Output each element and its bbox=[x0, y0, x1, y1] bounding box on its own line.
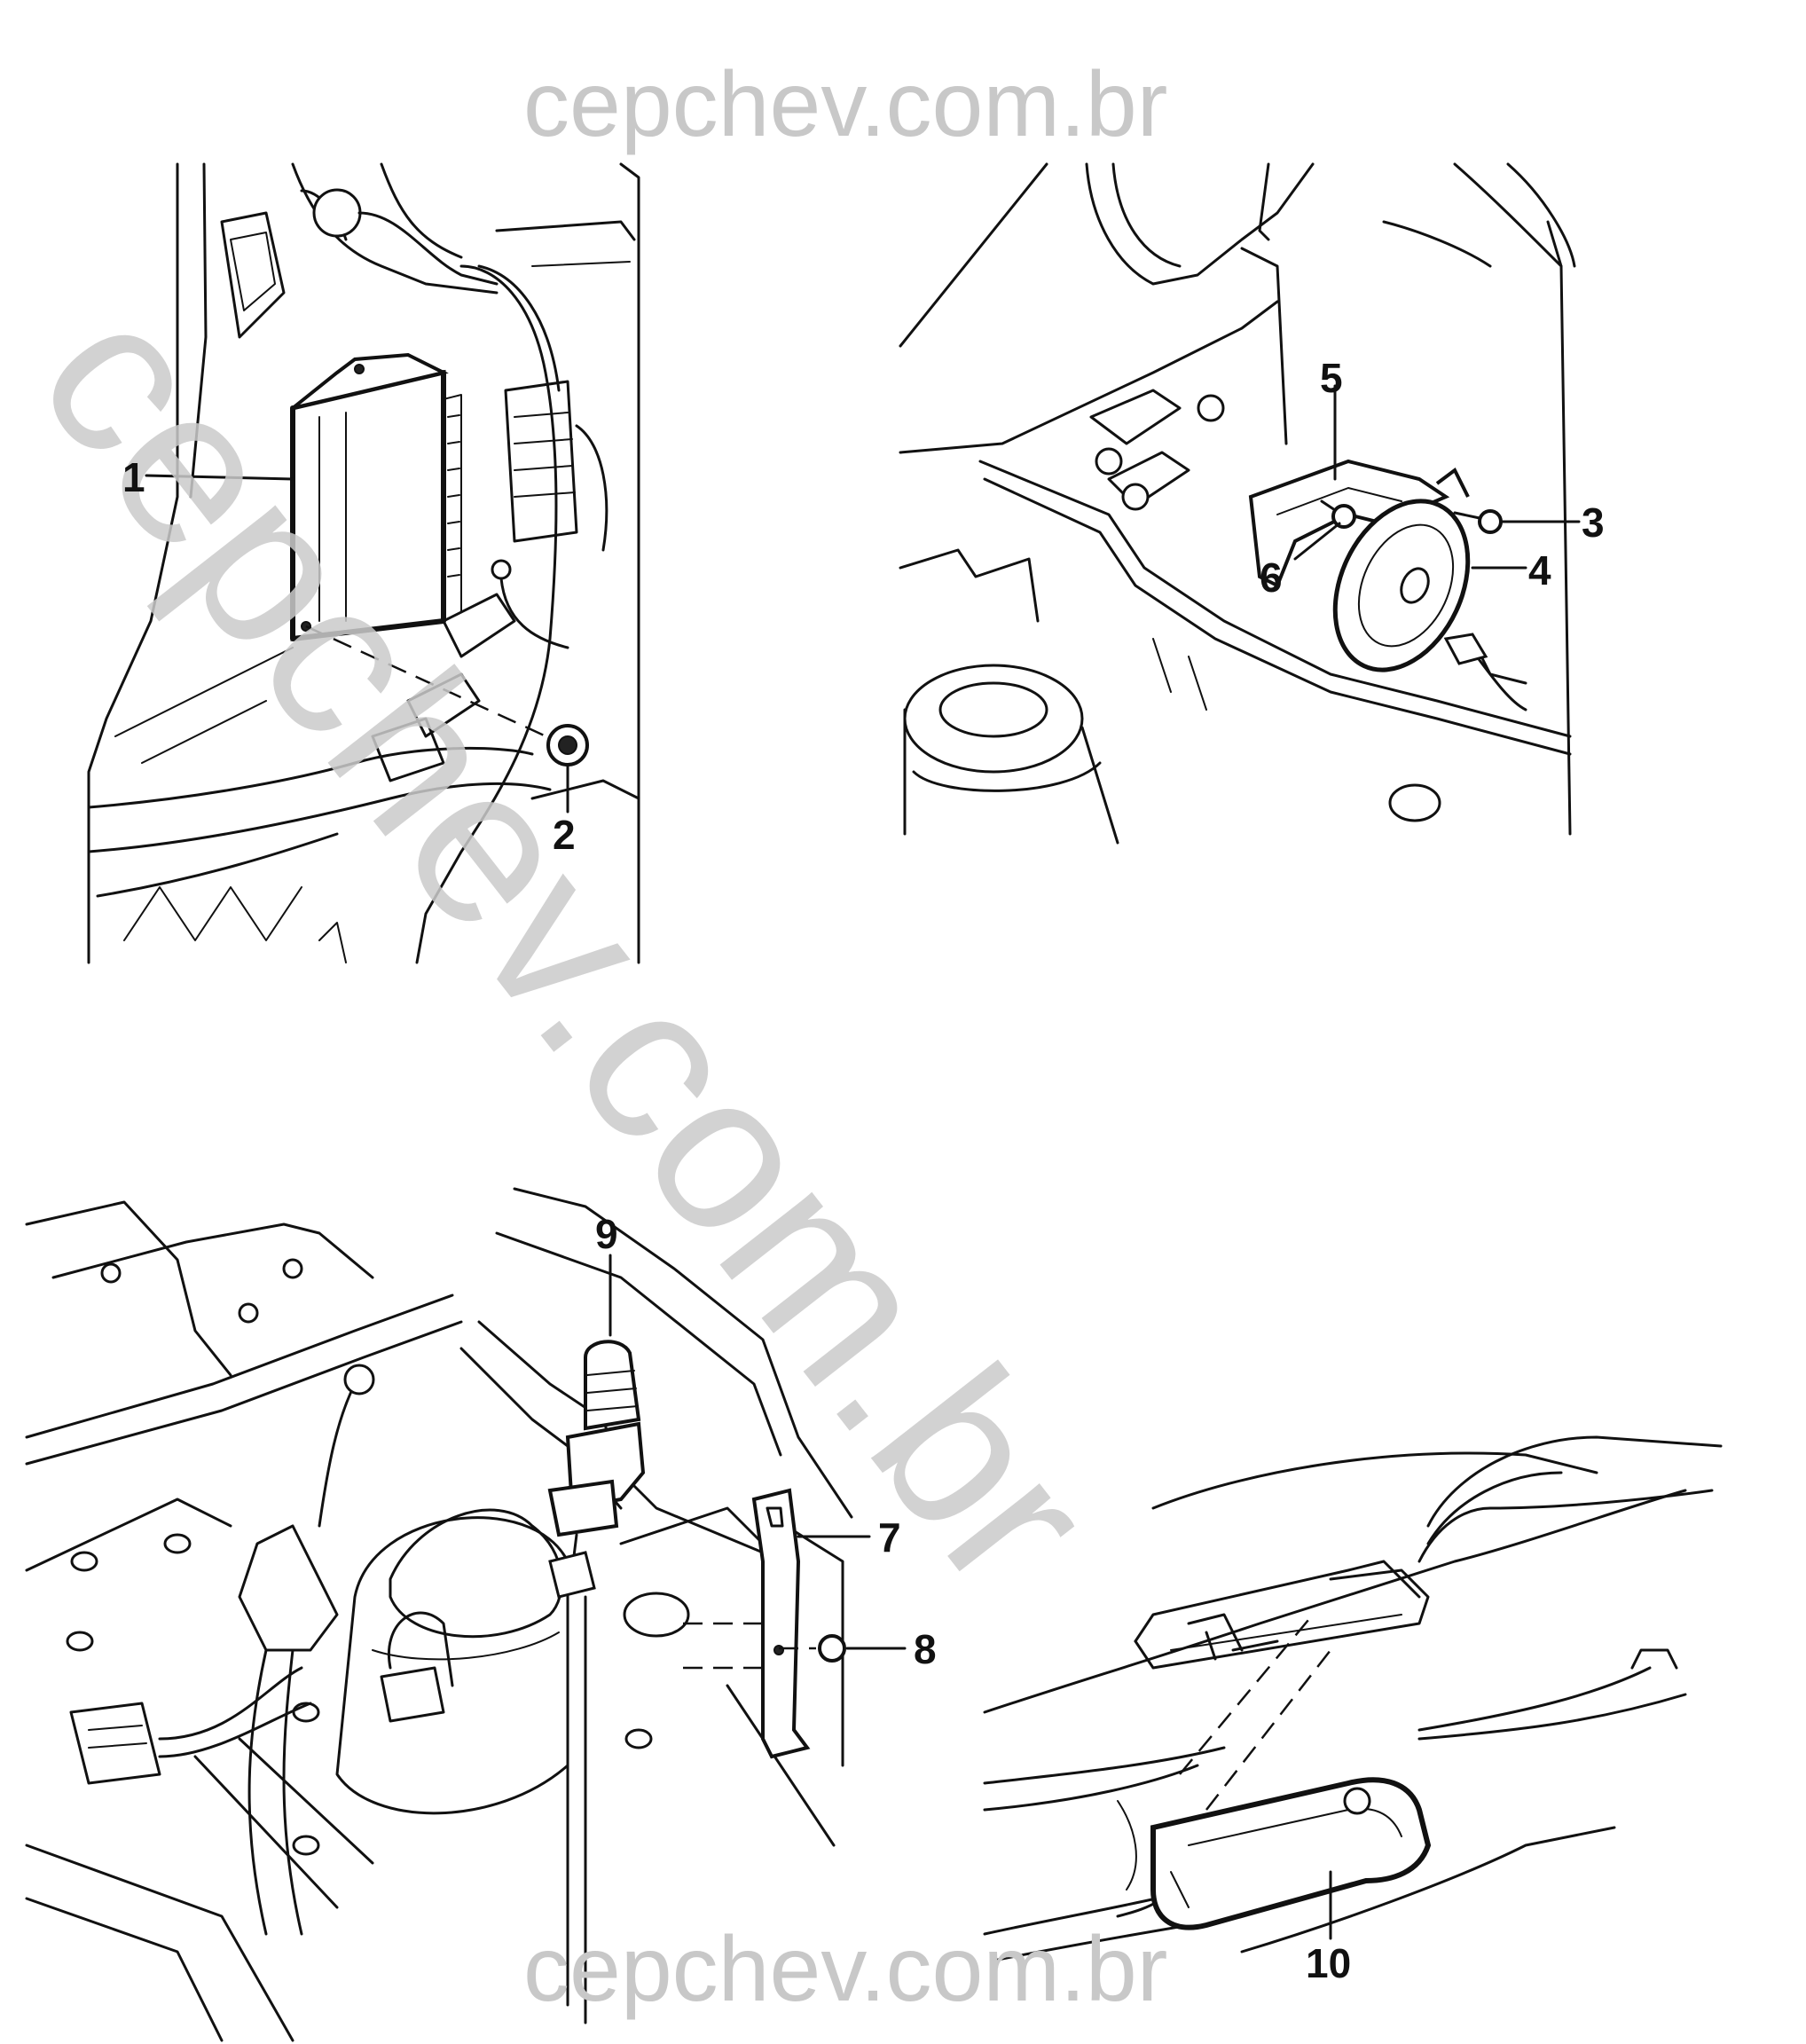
bracket-part-7 bbox=[683, 1488, 811, 1759]
nut-part-2 bbox=[305, 625, 589, 766]
callout-9: 9 bbox=[595, 1211, 618, 1257]
bolt-part-6 bbox=[1320, 499, 1356, 529]
harness-connector-shape bbox=[238, 1524, 339, 1652]
panel-3-bodywork bbox=[25, 1187, 853, 2042]
watermark-bottom: cepchev.com.br bbox=[523, 1918, 1168, 2021]
watermark-top: cepchev.com.br bbox=[523, 53, 1168, 156]
callout-4: 4 bbox=[1528, 547, 1551, 594]
module-part-10 bbox=[1150, 1777, 1432, 1930]
callout-8: 8 bbox=[914, 1626, 937, 1672]
connector-block-shape bbox=[504, 380, 578, 543]
callout-10: 10 bbox=[1306, 1940, 1352, 1986]
panel-2-leaders bbox=[1293, 384, 1581, 570]
callout-3: 3 bbox=[1582, 499, 1605, 546]
grommet-shape bbox=[312, 188, 362, 238]
callout-2: 2 bbox=[553, 812, 576, 858]
sensor-part-9 bbox=[547, 1340, 646, 1599]
callout-6: 6 bbox=[1260, 554, 1283, 601]
panel-4-bodywork bbox=[983, 1435, 1723, 1962]
panel-1-bodywork bbox=[87, 162, 640, 964]
callout-1: 1 bbox=[122, 454, 145, 500]
callout-7: 7 bbox=[878, 1514, 901, 1561]
panel-1-leaders bbox=[145, 474, 569, 814]
control-module-part-1 bbox=[290, 352, 462, 641]
horn-part-4 bbox=[1332, 467, 1527, 685]
bracket-part-5 bbox=[1248, 459, 1450, 588]
panel-2-bodywork bbox=[899, 162, 1576, 845]
callout-5: 5 bbox=[1320, 355, 1343, 401]
panel-3-leaders bbox=[609, 1254, 907, 1650]
bolt-part-8 bbox=[779, 1634, 846, 1663]
